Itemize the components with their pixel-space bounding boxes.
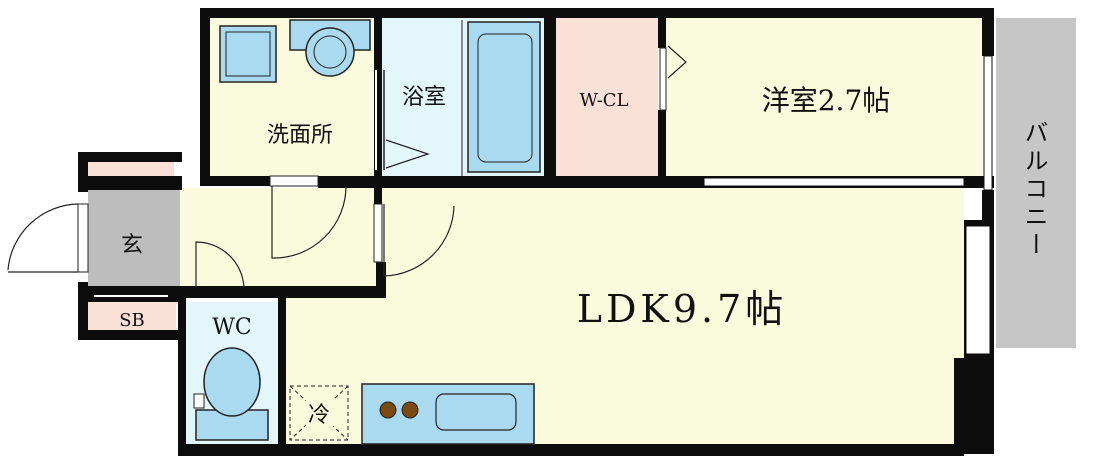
hallway-door-top[interactable] (269, 175, 347, 259)
upper-shelf (88, 160, 174, 176)
bathroom-door[interactable] (383, 70, 430, 170)
shoe-box-label: SB (119, 310, 145, 331)
western-room-floor (666, 18, 982, 176)
fridge-space (289, 385, 349, 441)
ldk-door[interactable] (373, 203, 455, 277)
washbasin (219, 25, 277, 83)
washing-machine (289, 19, 371, 77)
entrance-door[interactable] (7, 203, 89, 273)
kitchen-counter (361, 383, 535, 445)
fridge-label: 冷 (308, 403, 330, 428)
entrance-label: 玄 (121, 233, 143, 258)
windows (703, 55, 993, 355)
western-room-label: 洋室2.7帖 (762, 84, 891, 117)
entrance-floor (88, 190, 180, 286)
closet-floor (556, 18, 658, 176)
toilet-label: WC (212, 315, 251, 340)
closet-label: W-CL (580, 90, 629, 111)
balcony-floor (996, 18, 1076, 348)
bathroom-label: 浴室 (402, 85, 446, 110)
stove-burner-left (379, 401, 397, 419)
toilet-fixture (193, 347, 269, 441)
balcony-label: バルコニー (1020, 120, 1048, 260)
ldk-label: LDK9.7帖 (577, 287, 788, 331)
hallway-floor (180, 188, 380, 288)
stove-burner-right (401, 401, 419, 419)
walls (78, 8, 994, 456)
closet-door[interactable] (659, 45, 687, 111)
kitchen-sink (435, 393, 517, 431)
washroom-label: 洗面所 (267, 123, 333, 148)
toilet-door[interactable] (195, 241, 245, 289)
shoe-box-area (88, 300, 176, 332)
